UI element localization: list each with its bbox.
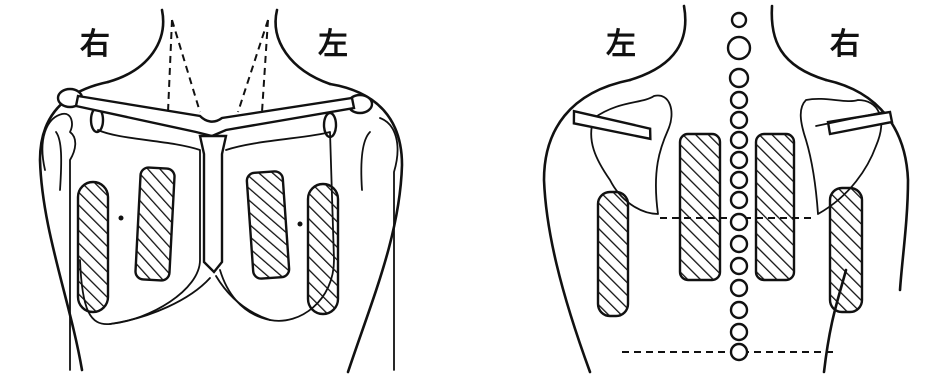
front-left-label: 左	[318, 30, 348, 60]
front-left-anterior-area	[246, 171, 289, 279]
back-left-lateral-area	[598, 192, 628, 316]
front-right-lateral-area	[78, 182, 108, 312]
back-left-label: 左	[606, 30, 636, 60]
front-right-anterior-area	[135, 167, 175, 281]
front-left-lateral-area	[308, 184, 338, 314]
front-right-label: 右	[80, 30, 110, 60]
spine-vertebrae	[728, 13, 750, 360]
back-right-lateral-area	[830, 188, 862, 312]
back-right-label: 右	[830, 30, 860, 60]
back-left-paraspinal-area	[680, 134, 720, 280]
back-right-paraspinal-area	[756, 134, 794, 280]
